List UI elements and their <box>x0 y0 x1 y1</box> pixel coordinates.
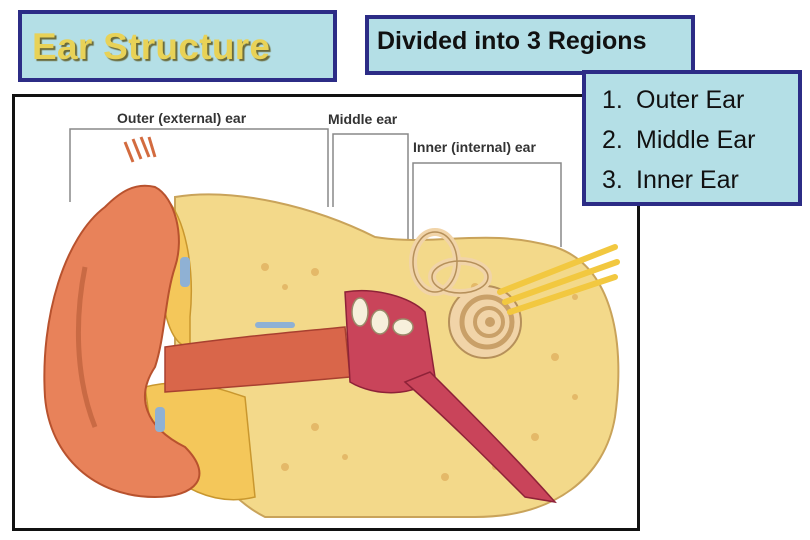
eustachian-tube <box>403 371 557 504</box>
list-item: 2.Middle Ear <box>602 126 756 154</box>
region-middle-ear: Middle Ear <box>636 126 756 154</box>
regions-heading: Divided into 3 Regions <box>377 27 647 55</box>
helix-fold <box>75 266 98 428</box>
title-box: Ear Structure <box>18 10 337 82</box>
list-item: 1.Outer Ear <box>602 86 745 114</box>
vessels <box>155 257 295 432</box>
ossicles <box>351 297 414 336</box>
helix-ridges <box>123 136 157 163</box>
ear-diagram: Outer (external) ear Middle ear Inner (i… <box>12 94 640 531</box>
label-middle-ear: Middle ear <box>328 111 398 127</box>
auricle <box>43 184 201 499</box>
slide-title: Ear Structure <box>32 26 271 67</box>
label-brackets <box>69 128 562 267</box>
regions-list: 1.Outer Ear 2.Middle Ear 3.Inner Ear <box>602 80 756 200</box>
regions-heading-box: Divided into 3 Regions <box>365 15 695 75</box>
region-outer-ear: Outer Ear <box>636 86 745 114</box>
canal-outlines <box>412 231 489 294</box>
label-outer-ear: Outer (external) ear <box>117 110 247 126</box>
label-inner-ear: Inner (internal) ear <box>413 139 536 155</box>
regions-list-box: 1.Outer Ear 2.Middle Ear 3.Inner Ear <box>582 70 802 206</box>
auditory-nerve <box>497 244 620 315</box>
region-inner-ear: Inner Ear <box>636 166 739 194</box>
ear-illustration: Outer (external) ear Middle ear Inner (i… <box>43 110 620 518</box>
list-item: 3.Inner Ear <box>602 166 739 194</box>
